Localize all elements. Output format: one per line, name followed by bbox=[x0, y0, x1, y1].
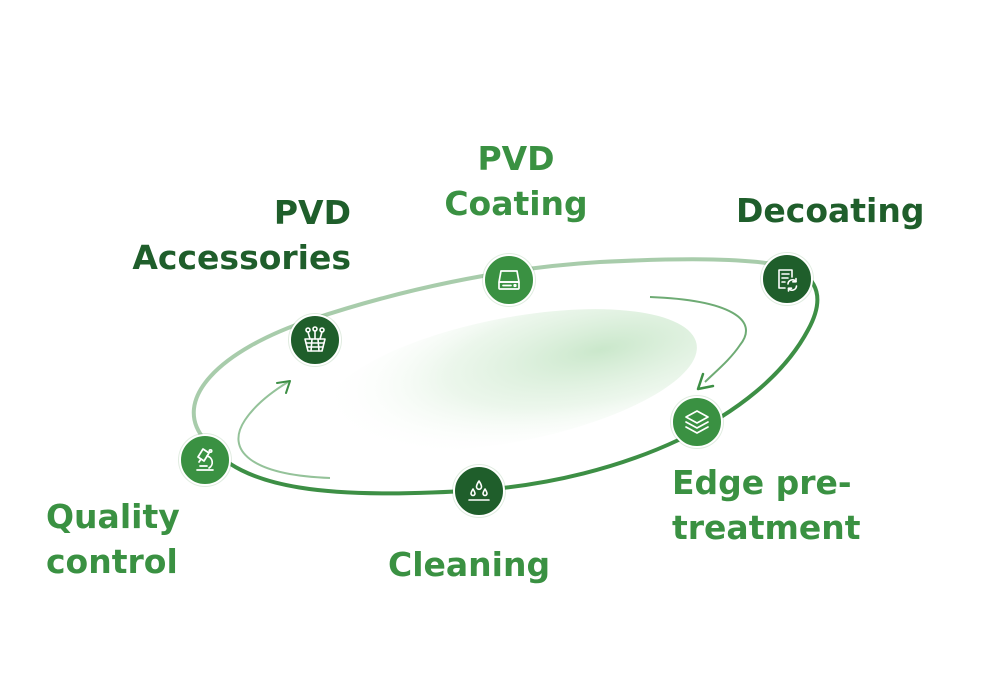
inner-ring-left bbox=[237, 381, 331, 479]
inner-arrow-right-head bbox=[696, 372, 715, 391]
step-label-cleaning: Cleaning bbox=[388, 545, 551, 584]
drive-icon bbox=[498, 270, 520, 290]
droplets-icon bbox=[468, 480, 490, 501]
step-label-edge-pre-treatment: Edge pre- treatment bbox=[672, 463, 861, 547]
step-label-decoating: Decoating bbox=[736, 191, 925, 230]
node-pvd-coating[interactable] bbox=[483, 254, 535, 306]
layers-icon bbox=[685, 410, 709, 434]
document-recycle-icon bbox=[778, 269, 798, 292]
node-edge-pre-treatment[interactable] bbox=[671, 396, 723, 448]
outer-ring-top bbox=[191, 257, 782, 442]
microscope-icon bbox=[196, 448, 214, 471]
node-pvd-accessories[interactable] bbox=[289, 314, 341, 366]
step-label-quality-control: Quality control bbox=[46, 497, 180, 581]
outer-ring-bottom bbox=[203, 263, 820, 496]
step-label-pvd-coating: PVD Coating bbox=[444, 139, 588, 223]
inner-arrow-left-head bbox=[276, 380, 291, 394]
center-glow bbox=[323, 309, 697, 451]
inner-ring-right bbox=[649, 296, 747, 383]
step-label-pvd-accessories: PVD Accessories bbox=[132, 193, 351, 277]
node-cleaning[interactable] bbox=[453, 465, 505, 517]
node-quality-control[interactable] bbox=[179, 434, 231, 486]
accessories-grid-icon bbox=[304, 326, 326, 352]
node-decoating[interactable] bbox=[761, 253, 813, 305]
